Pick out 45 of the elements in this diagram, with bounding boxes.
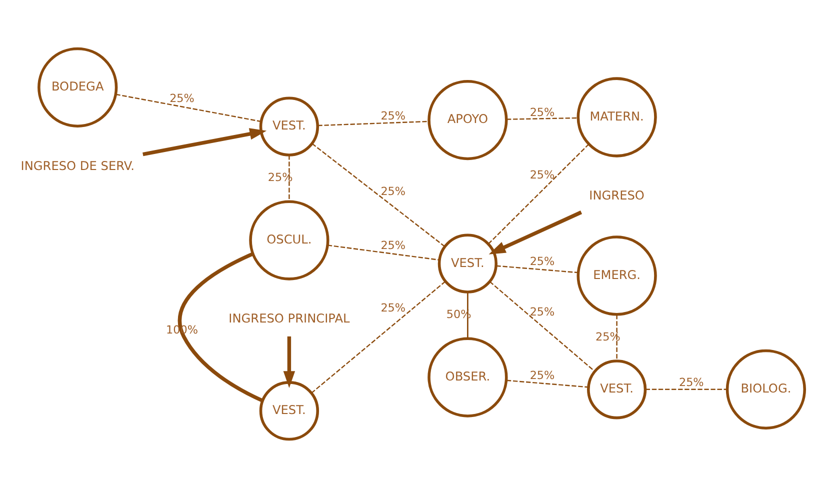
node-text: INGRESO DE SERV. [20,158,134,172]
node-circle: APOYO [428,79,508,160]
edge-label: 25% [530,304,555,318]
node-circle: OBSER. [428,336,508,417]
connector [488,143,590,244]
edge-label: 25% [380,301,406,314]
connector [466,292,468,338]
connector [288,154,290,201]
node-circle: VEST. [259,96,320,156]
connector [312,142,446,246]
node-circle: VEST. [259,380,320,440]
edge-label: 25% [170,91,194,104]
edge-label: 25% [530,105,555,118]
connector [318,120,429,126]
connector [328,244,440,260]
connector [616,314,618,360]
edge-label: 25% [380,184,406,198]
connector [489,280,595,372]
connector [116,93,262,122]
node-circle: OSCUL. [249,200,330,280]
edge-label: 25% [530,168,555,181]
connector [496,264,578,273]
node-circle: VEST. [438,233,498,293]
edge-label: 25% [380,238,406,252]
node-circle: VEST. [587,359,647,419]
arrow [142,128,267,156]
edge-label: 25% [380,109,406,122]
connector [311,280,446,394]
node-text: INGRESO [589,188,644,202]
node-circle: BIOLOG. [726,348,806,429]
arrow [283,336,296,388]
node-text: INGRESO PRINCIPAL [228,311,350,326]
edge-label: 25% [530,368,555,382]
edge-label: 25% [530,254,555,268]
connector [645,388,728,390]
node-circle: MATERN. [576,76,657,157]
edge-label: 25% [596,330,620,344]
connector [506,379,588,388]
edge-label: 25% [678,376,704,389]
connector [506,116,578,120]
connector [178,252,264,402]
node-circle: BODEGA [38,46,118,127]
edge-label: 25% [268,170,293,184]
arrow [488,210,582,254]
node-circle: EMERG. [576,235,657,316]
